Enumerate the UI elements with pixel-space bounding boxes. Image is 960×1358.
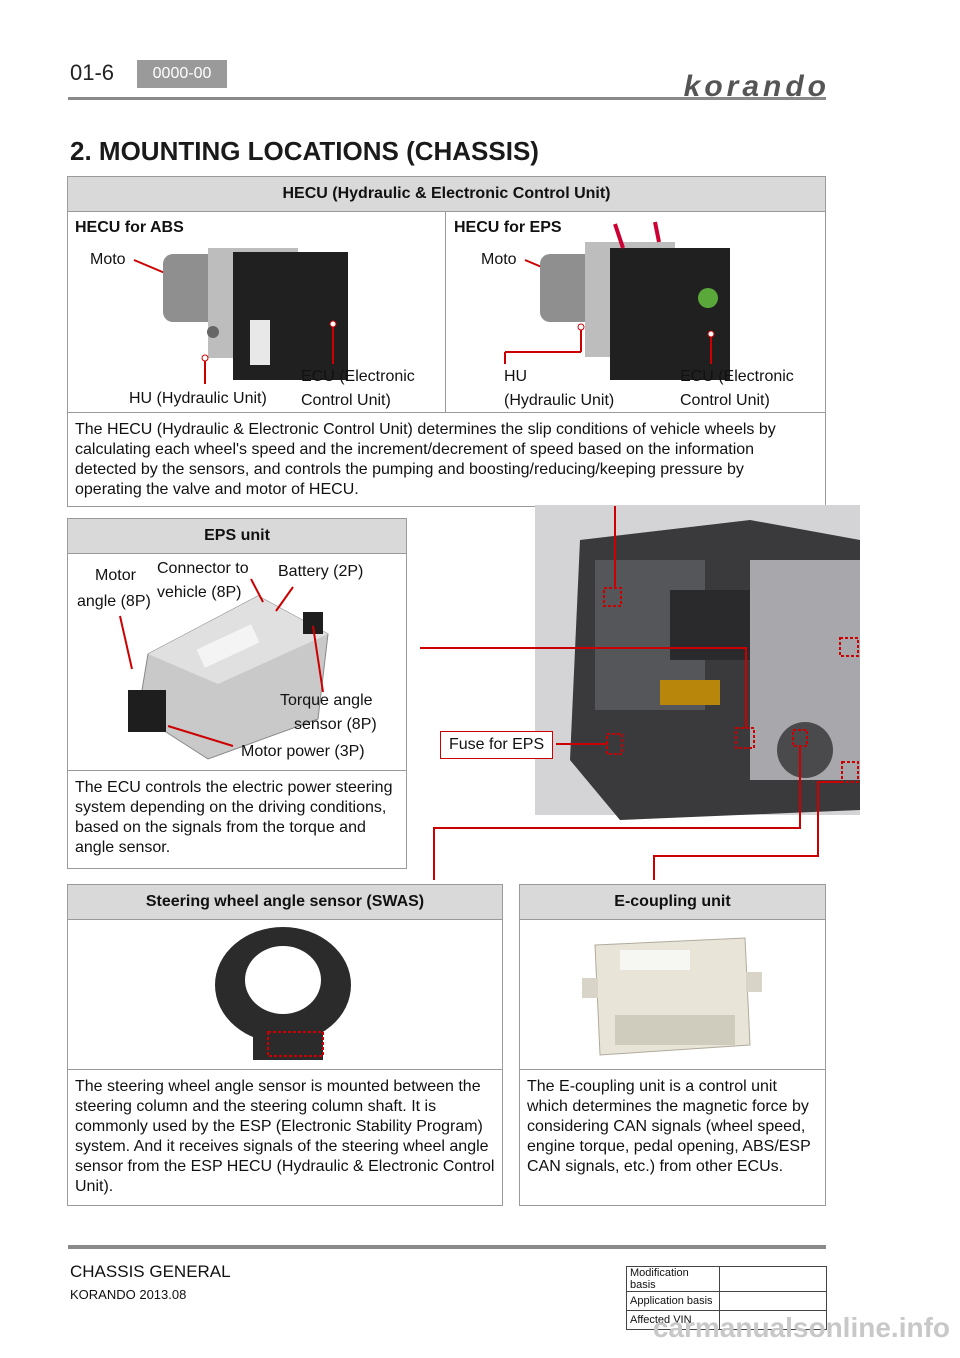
revision-row-label: Application basis [626, 1291, 720, 1311]
hecu-divider [445, 212, 446, 412]
hecu-eps-subtitle: HECU for EPS [454, 219, 562, 236]
ecoupling-panel: E-coupling unit The E-coupling unit is a… [519, 884, 826, 1206]
revision-table: Modification basis Application basis Aff… [626, 1266, 827, 1330]
hecu-hrule [68, 412, 825, 413]
header-rule [68, 97, 826, 100]
torque-label-line1: Torque angle [280, 692, 373, 709]
connector-label-line1: Connector to [157, 560, 249, 577]
page-code-badge: 0000-00 [137, 60, 227, 88]
hecu-heading: HECU (Hydraulic & Electronic Control Uni… [68, 177, 825, 212]
battery-label: Battery (2P) [278, 563, 364, 580]
eps-unit-description: The ECU controls the electric power stee… [75, 779, 393, 856]
ecoupling-description: The E-coupling unit is a control unit wh… [527, 1078, 811, 1175]
page-number: 01-6 [70, 60, 115, 85]
eps-hu-label-line2: (Hydraulic Unit) [504, 392, 615, 409]
revision-row-label: Affected VIN [626, 1310, 720, 1330]
ecoupling-hrule [520, 1069, 825, 1070]
footer-section: CHASSIS GENERAL [70, 1262, 231, 1281]
swas-description: The steering wheel angle sensor is mount… [75, 1078, 495, 1195]
eps-moto-label: Moto [481, 251, 517, 268]
connector-label-line2: vehicle (8P) [157, 584, 242, 601]
swas-illustration [215, 927, 351, 1060]
revision-row-label: Modification basis [626, 1266, 720, 1292]
hecu-panel: HECU (Hydraulic & Electronic Control Uni… [67, 176, 826, 507]
torque-label-line2: sensor (8P) [294, 716, 377, 733]
eps-ecu-label-line1: ECU (Electronic [680, 368, 794, 385]
abs-ecu-label-line2: Control Unit) [301, 392, 391, 409]
revision-row-value [719, 1310, 827, 1330]
eps-unit-illustration [119, 578, 329, 760]
hecu-eps-illustration [504, 221, 730, 380]
hecu-description: The HECU (Hydraulic & Electronic Control… [75, 421, 776, 498]
swas-heading: Steering wheel angle sensor (SWAS) [68, 885, 502, 920]
swas-hrule [68, 1069, 502, 1070]
motor-angle-label-line1: Motor [95, 567, 136, 584]
ecoupling-heading: E-coupling unit [520, 885, 825, 920]
hecu-abs-subtitle: HECU for ABS [75, 219, 184, 236]
swas-panel: Steering wheel angle sensor (SWAS) The s… [67, 884, 503, 1206]
footer-model: KORANDO 2013.08 [70, 1287, 187, 1302]
motor-power-label: Motor power (3P) [241, 743, 365, 760]
eps-hu-label-line1: HU [504, 368, 528, 385]
footer-rule [68, 1245, 826, 1249]
abs-hu-label: HU (Hydraulic Unit) [129, 390, 267, 407]
motor-angle-label-line2: angle (8P) [77, 593, 151, 610]
hecu-abs-illustration [133, 248, 348, 384]
watermark: carmanualsonline.info [652, 1312, 950, 1343]
ecoupling-illustration [582, 937, 762, 1056]
fuse-for-eps-callout: Fuse for EPS [440, 731, 554, 759]
page-title: 2. MOUNTING LOCATIONS (CHASSIS) [70, 136, 539, 166]
revision-row-value [719, 1266, 827, 1292]
abs-ecu-label-line1: ECU (Electronic [301, 368, 415, 385]
eps-unit-hrule [68, 770, 406, 771]
eps-unit-heading: EPS unit [68, 519, 406, 554]
eps-unit-panel: EPS unit Motor angle (8P) Connector to v… [67, 518, 407, 869]
abs-moto-label: Moto [90, 251, 126, 268]
vehicle-engine-bay-illustration [420, 505, 860, 880]
revision-row-value [719, 1291, 827, 1311]
eps-ecu-label-line2: Control Unit) [680, 392, 770, 409]
